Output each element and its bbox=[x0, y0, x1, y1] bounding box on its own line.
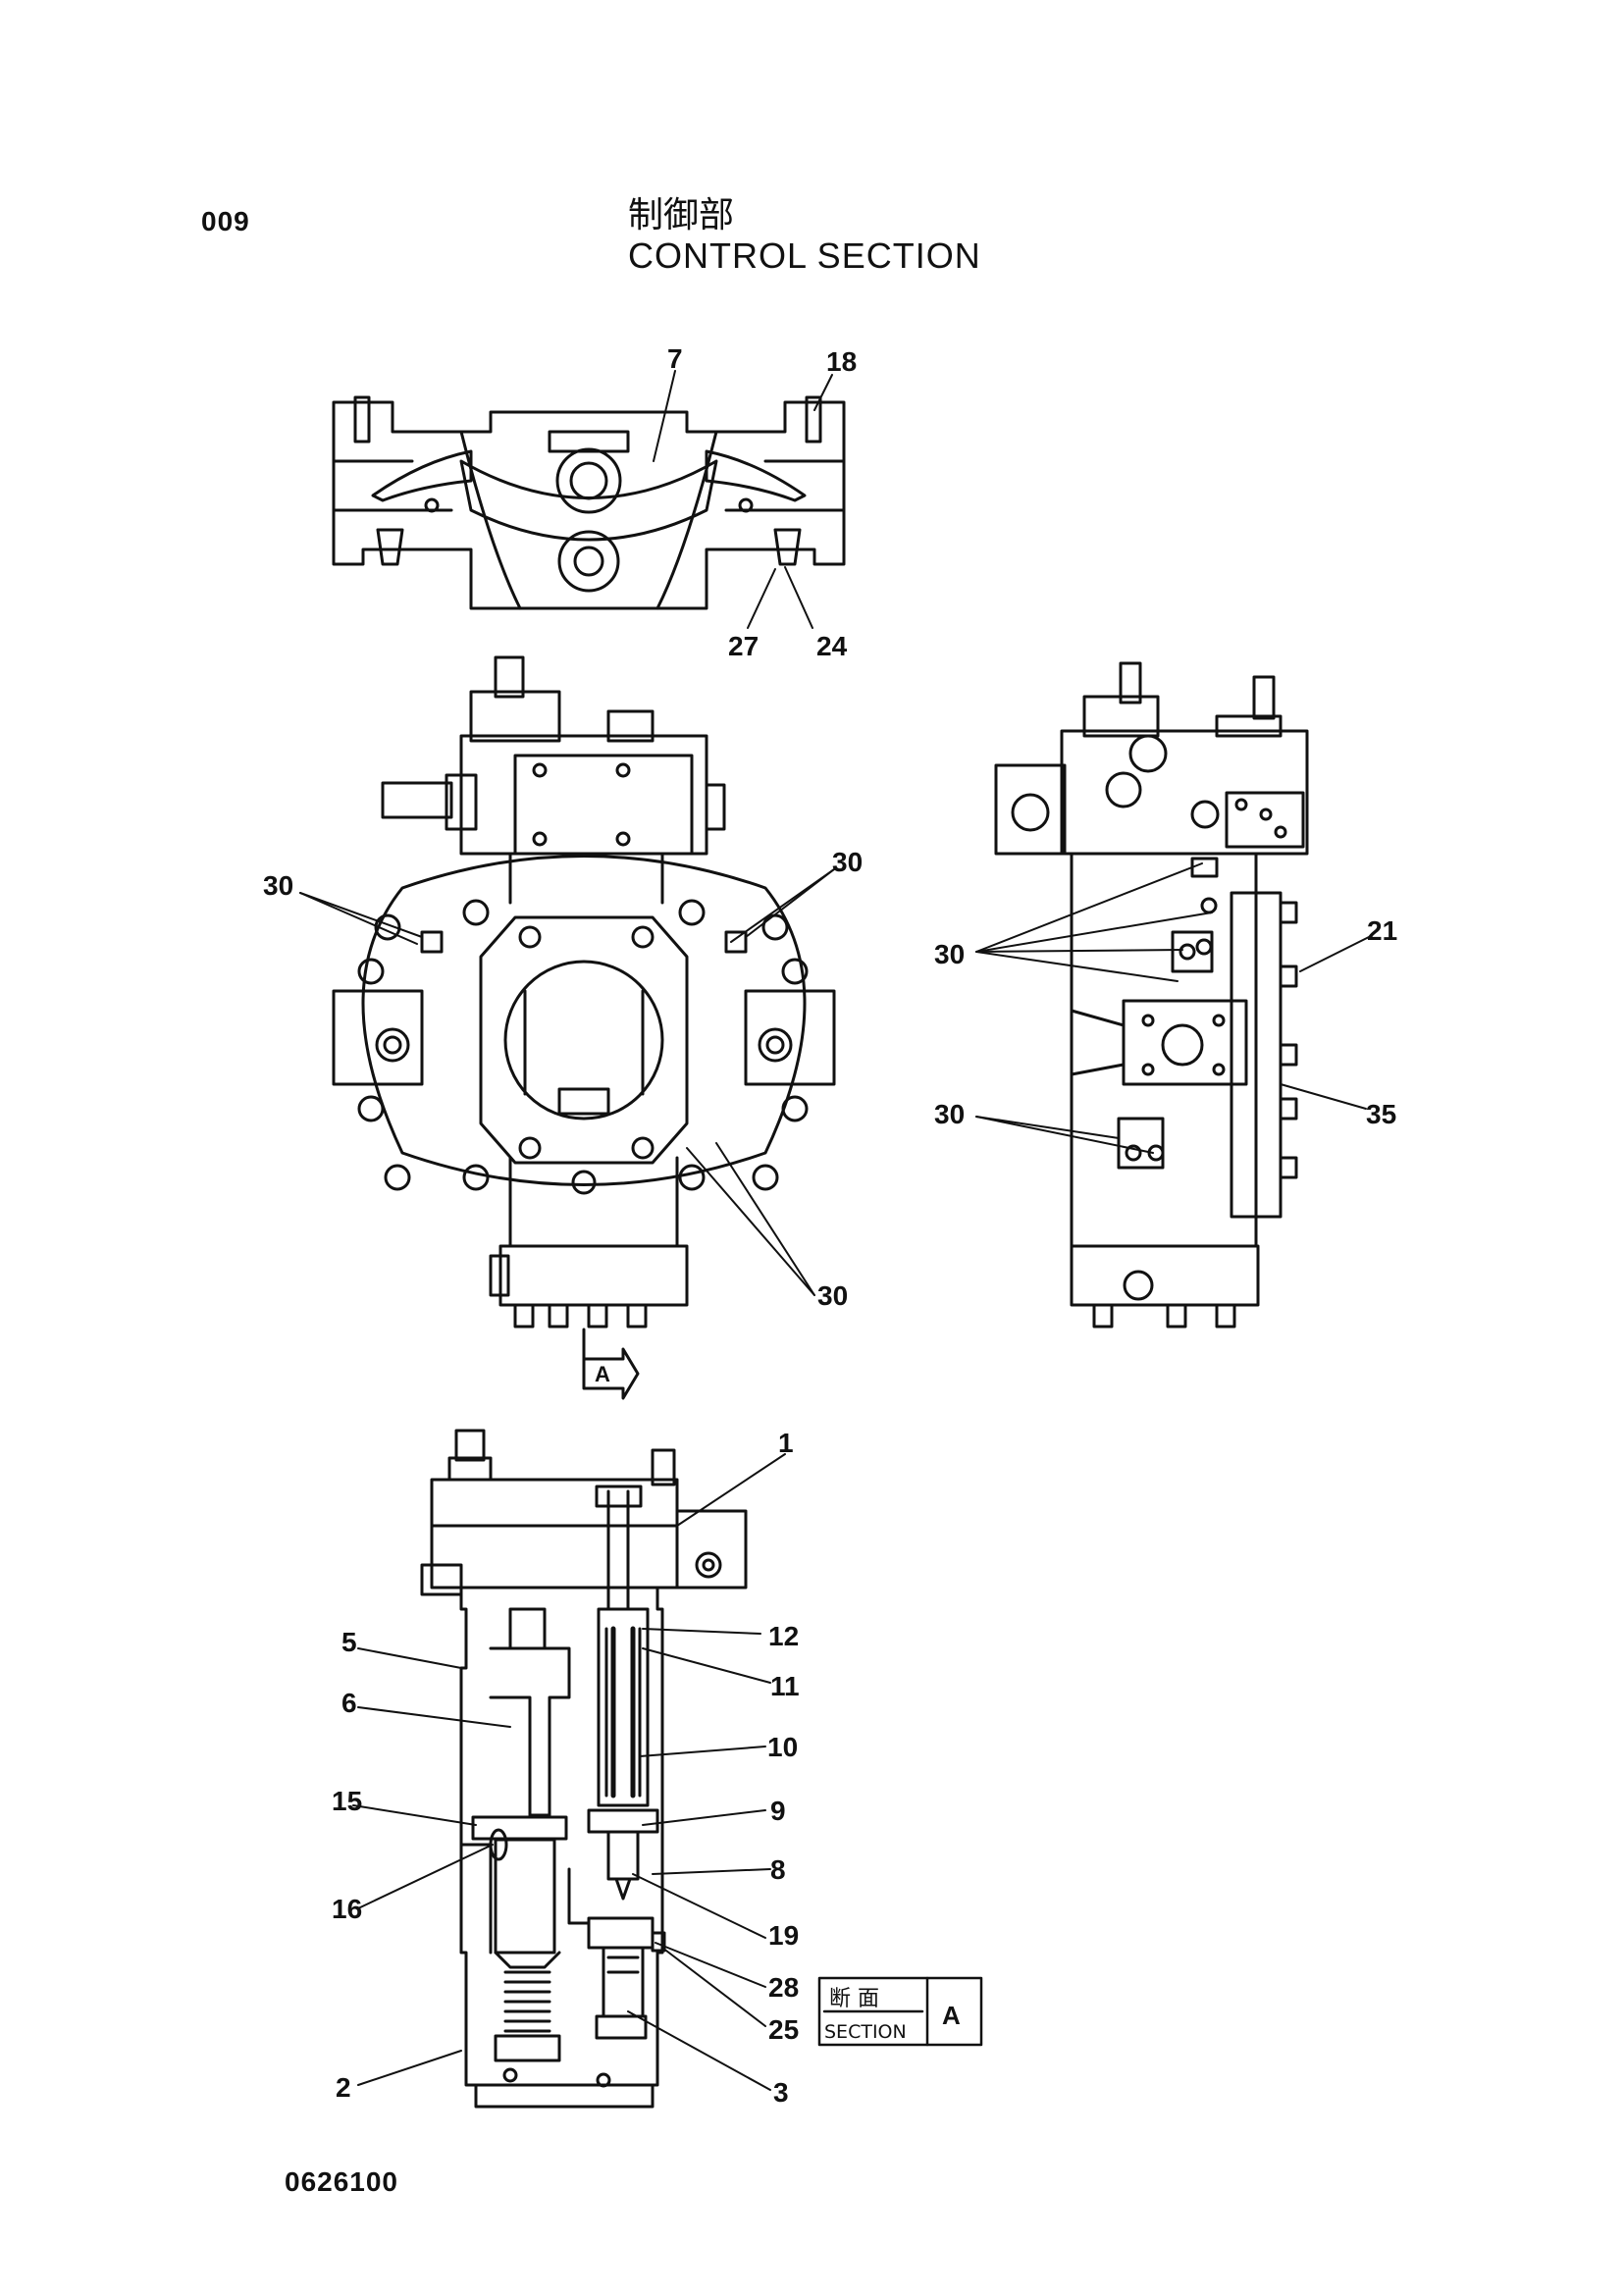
top-view bbox=[332, 395, 846, 610]
title-english: CONTROL SECTION bbox=[628, 235, 981, 276]
section-a-box bbox=[817, 1976, 983, 2047]
section-view bbox=[420, 1429, 748, 2109]
drawing-number: 0626100 bbox=[285, 2166, 399, 2197]
callout-30-side-upper: 30 bbox=[934, 939, 965, 969]
callout-19: 19 bbox=[768, 1920, 799, 1951]
callout-12: 12 bbox=[768, 1621, 799, 1651]
callout-30-right: 30 bbox=[832, 847, 863, 877]
callout-21: 21 bbox=[1367, 915, 1397, 946]
page-number: 009 bbox=[201, 206, 250, 236]
top-view-leaders bbox=[653, 370, 833, 629]
view-arrow-a bbox=[582, 1347, 640, 1400]
callout-35: 35 bbox=[1366, 1099, 1396, 1129]
callout-8: 8 bbox=[770, 1854, 786, 1885]
callout-27: 27 bbox=[728, 631, 759, 661]
callout-16: 16 bbox=[332, 1894, 362, 1924]
section-label-en: SECTION bbox=[824, 2021, 907, 2043]
callout-15: 15 bbox=[332, 1786, 362, 1816]
callout-25: 25 bbox=[768, 2014, 799, 2045]
callout-28: 28 bbox=[768, 1972, 799, 2003]
view-arrow-label: A bbox=[595, 1362, 610, 1386]
callout-1: 1 bbox=[778, 1428, 794, 1458]
front-view-leaders bbox=[299, 868, 835, 1296]
section-view-leaders bbox=[352, 1453, 786, 2091]
callout-30-bottom: 30 bbox=[817, 1280, 848, 1311]
callout-3: 3 bbox=[773, 2077, 789, 2108]
callout-2: 2 bbox=[336, 2072, 351, 2103]
callout-9: 9 bbox=[770, 1796, 786, 1826]
callout-7: 7 bbox=[667, 343, 683, 374]
section-letter: A bbox=[942, 2001, 961, 2030]
callout-6: 6 bbox=[341, 1688, 357, 1718]
side-view-leaders bbox=[975, 862, 1370, 1154]
callout-10: 10 bbox=[767, 1732, 798, 1762]
callout-30-side-lower: 30 bbox=[934, 1099, 965, 1129]
section-label-jp: 断 面 bbox=[829, 1987, 879, 2011]
callout-5: 5 bbox=[341, 1627, 357, 1657]
callout-11: 11 bbox=[770, 1671, 800, 1701]
callout-24: 24 bbox=[816, 631, 848, 661]
front-view bbox=[332, 655, 836, 1400]
callout-18: 18 bbox=[826, 346, 857, 377]
side-view bbox=[994, 661, 1309, 1329]
callout-30-left: 30 bbox=[263, 870, 293, 901]
title-japanese: 制御部 bbox=[628, 195, 735, 235]
